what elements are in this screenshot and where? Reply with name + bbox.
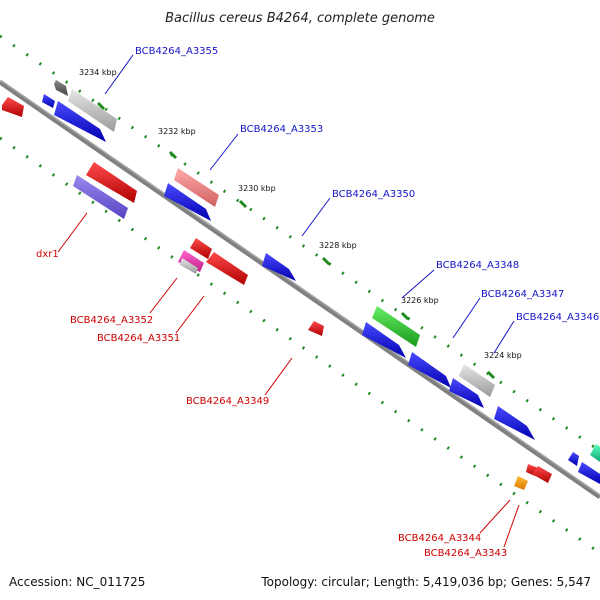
genome-backbone-highlight <box>0 79 600 496</box>
gene-label[interactable]: BCB4264_A3348 <box>436 260 519 271</box>
leader-line <box>104 54 134 95</box>
gene-feature[interactable] <box>174 168 219 207</box>
tick-label: 3234 kbp <box>79 68 117 77</box>
leader-line <box>264 357 293 396</box>
tick-label: 3226 kbp <box>401 296 439 305</box>
gene-feature[interactable] <box>578 462 600 484</box>
leader-line <box>175 295 205 334</box>
gene-label[interactable]: BCB4264_A3351 <box>97 333 180 344</box>
tick-label: 3230 kbp <box>238 184 276 193</box>
gene-feature[interactable] <box>362 322 406 358</box>
gene-feature[interactable] <box>54 80 68 96</box>
tick-label: 3228 kbp <box>319 241 357 250</box>
gene-feature[interactable] <box>532 466 552 483</box>
gene-feature[interactable] <box>68 89 117 132</box>
gene-label[interactable]: BCB4264_A3343 <box>424 548 507 559</box>
gene-feature[interactable] <box>180 258 198 274</box>
tick-label: 3232 kbp <box>158 127 196 136</box>
gene-label[interactable]: BCB4264_A3344 <box>398 533 481 544</box>
gene-feature[interactable] <box>54 101 106 142</box>
major-tick <box>96 101 106 111</box>
gene-feature[interactable] <box>178 250 204 272</box>
gene-feature[interactable] <box>86 162 137 203</box>
gene-label[interactable]: BCB4264_A3355 <box>135 46 218 57</box>
gene-feature[interactable] <box>590 444 600 462</box>
gene-feature[interactable] <box>408 352 451 388</box>
gene-feature[interactable] <box>42 94 55 108</box>
accession-text: Accession: NC_011725 <box>9 575 145 589</box>
genome-summary-text: Topology: circular; Length: 5,419,036 bp… <box>260 575 591 589</box>
gene-label[interactable]: BCB4264_A3352 <box>70 315 153 326</box>
tick-ring-inner <box>0 136 600 555</box>
leader-line <box>149 277 178 314</box>
leader-line <box>493 320 515 354</box>
gene-feature[interactable] <box>164 183 211 221</box>
genome-backbone <box>0 79 600 500</box>
gene-label[interactable]: BCB4264_A3353 <box>240 124 323 135</box>
gene-label[interactable]: BCB4264_A3346 <box>516 312 599 323</box>
leader-line <box>301 197 331 237</box>
leader-line <box>57 212 88 253</box>
leader-line <box>479 499 511 534</box>
major-tick <box>321 256 331 266</box>
gene-feature[interactable] <box>449 378 484 408</box>
gene-feature[interactable] <box>190 238 212 259</box>
leader-line <box>452 297 481 339</box>
gene-feature[interactable] <box>308 321 324 336</box>
gene-feature[interactable] <box>568 452 579 466</box>
gene-feature[interactable] <box>262 253 296 281</box>
gene-feature[interactable] <box>2 97 24 117</box>
leader-line <box>209 133 239 171</box>
major-tick <box>400 311 410 321</box>
leader-line <box>503 504 520 548</box>
major-tick <box>486 370 496 380</box>
gene-label[interactable]: BCB4264_A3350 <box>332 189 415 200</box>
gene-feature[interactable] <box>514 476 528 490</box>
gene-feature[interactable] <box>206 252 248 285</box>
gene-feature[interactable] <box>494 406 535 440</box>
tick-ring-outer <box>0 34 600 453</box>
major-tick <box>168 150 178 160</box>
gene-feature[interactable] <box>459 364 495 397</box>
gene-label[interactable]: dxr1 <box>36 249 59 260</box>
gene-feature[interactable] <box>73 175 128 219</box>
gene-feature[interactable] <box>372 306 420 347</box>
map-title: Bacillus cereus B4264, complete genome <box>165 11 435 26</box>
leader-line <box>401 269 435 299</box>
tick-label: 3224 kbp <box>484 351 522 360</box>
major-tick <box>238 199 248 209</box>
gene-label[interactable]: BCB4264_A3349 <box>186 396 269 407</box>
gene-label[interactable]: BCB4264_A3347 <box>481 289 564 300</box>
